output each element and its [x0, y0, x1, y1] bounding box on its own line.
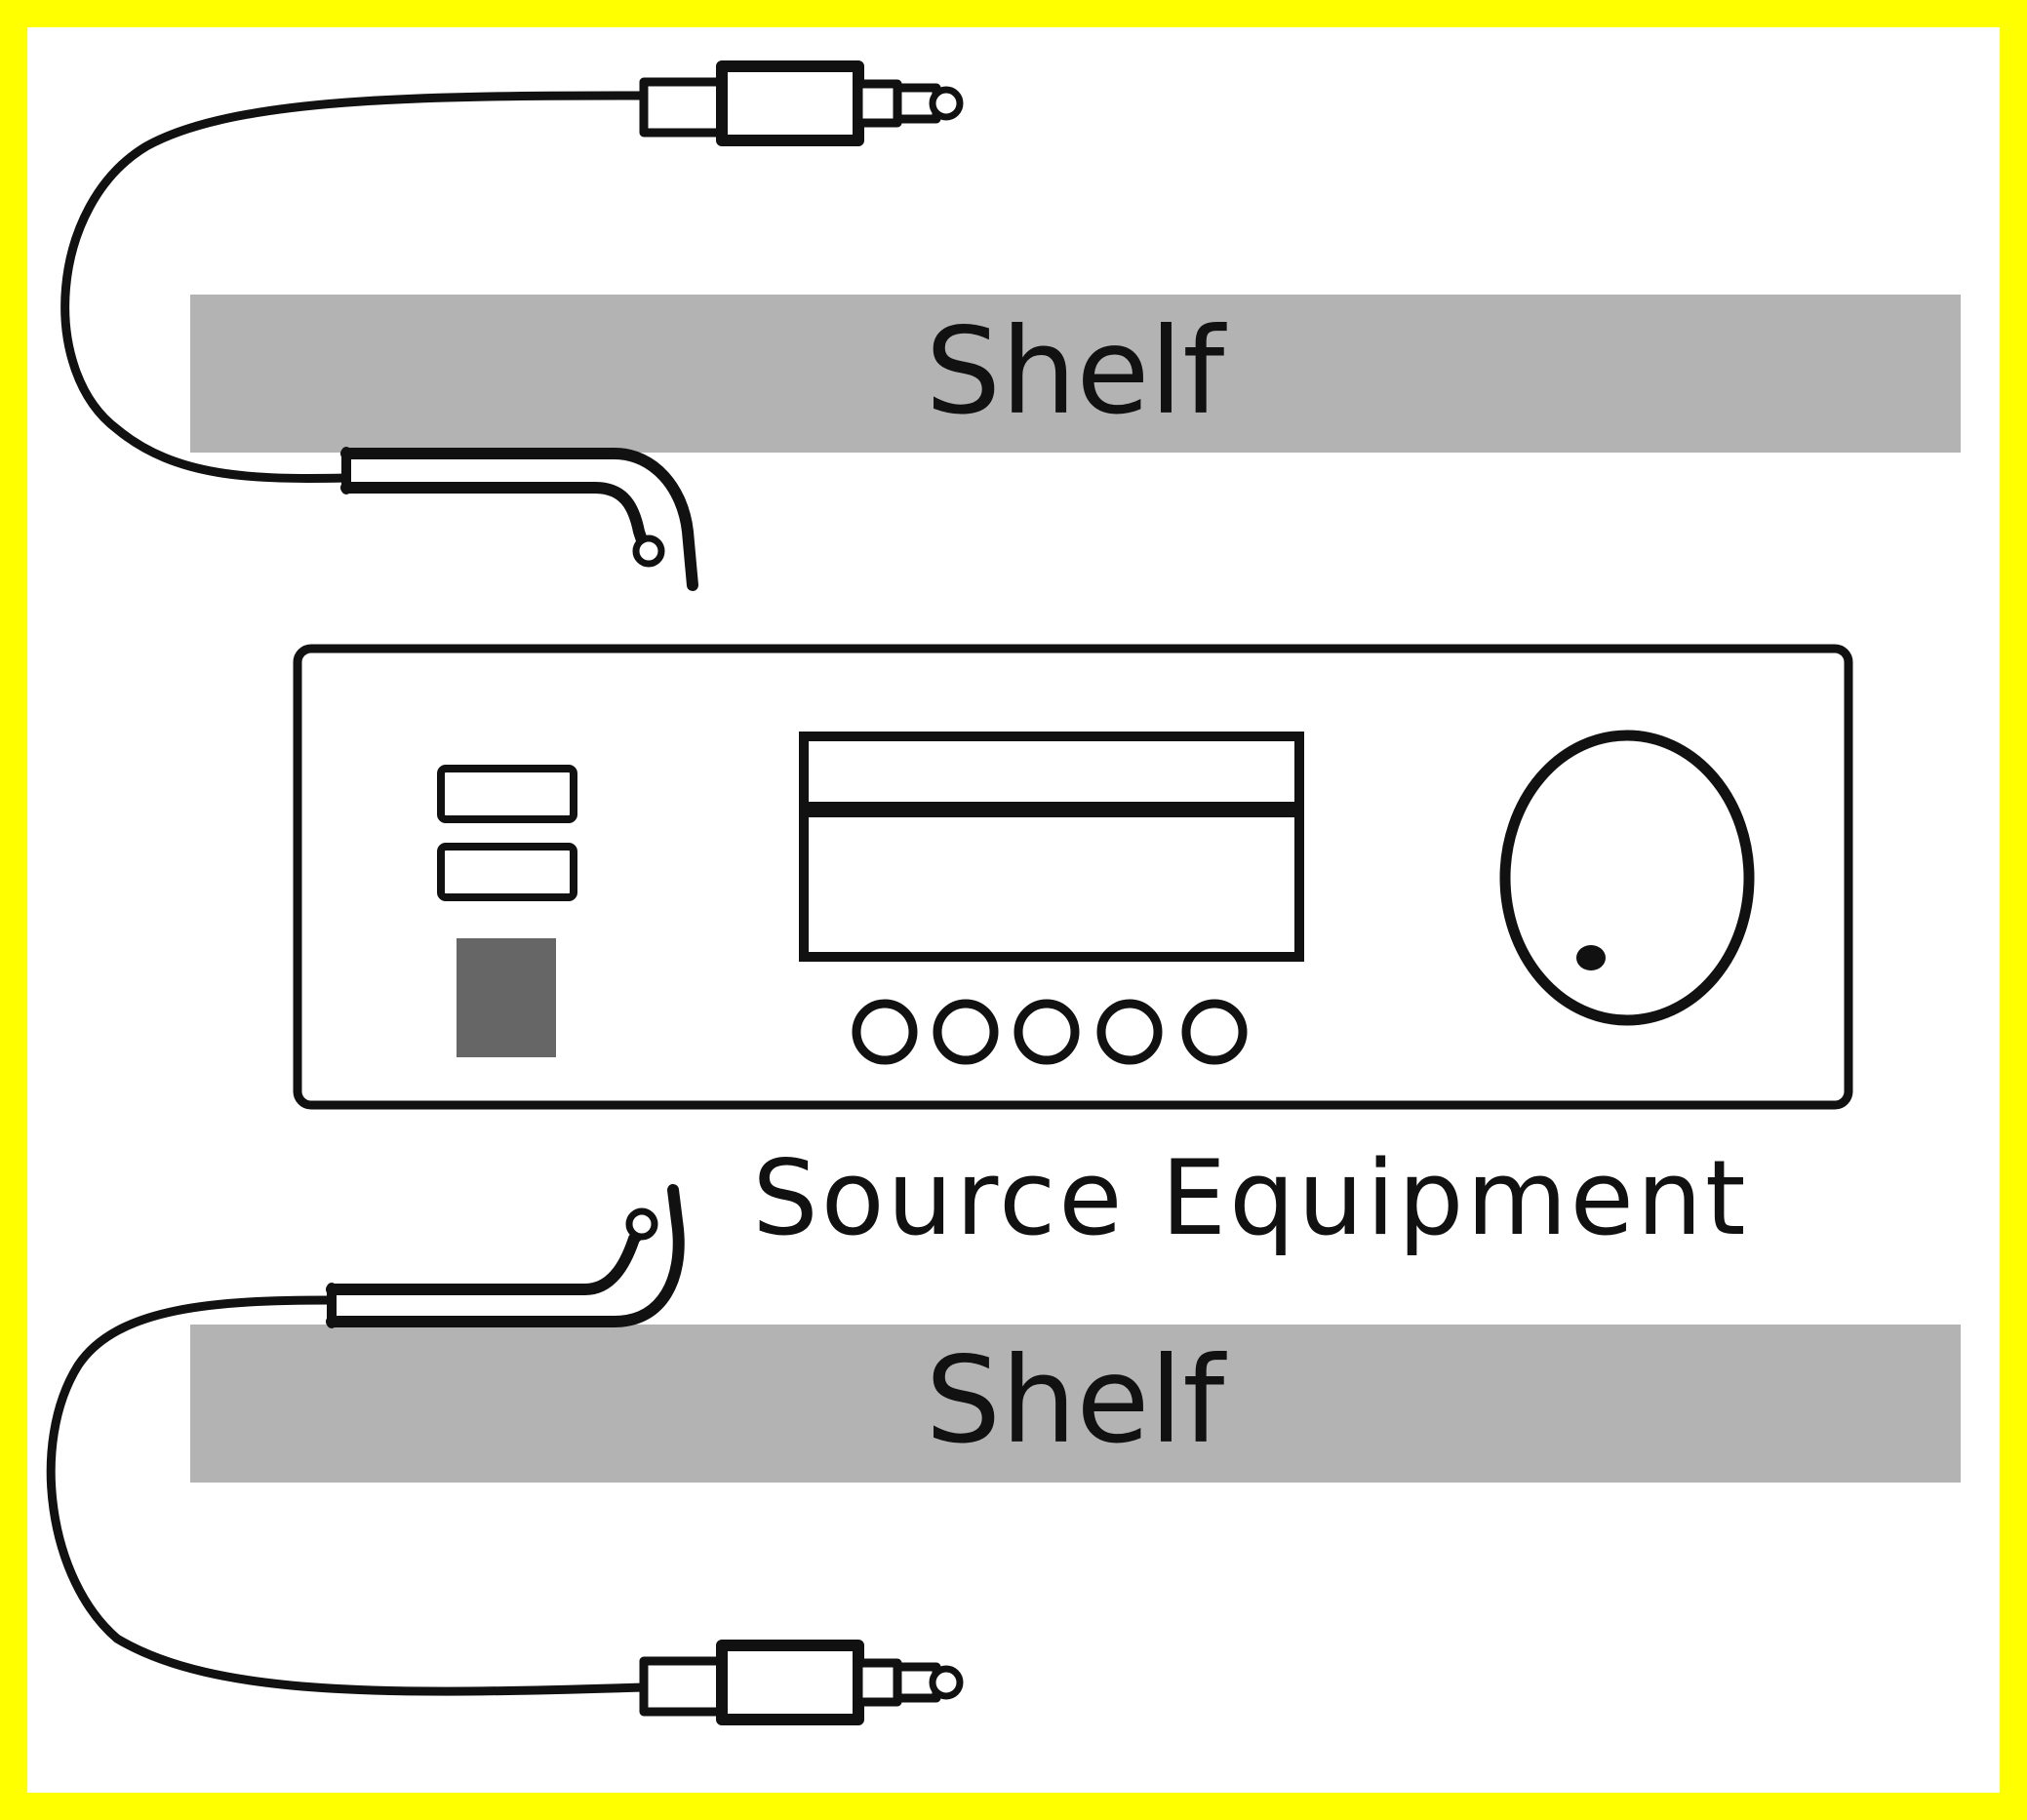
top-angled-connector	[340, 448, 698, 591]
equipment-display	[799, 732, 1304, 962]
bottom-cable-wire	[46, 1295, 649, 1696]
top-plug-tip-cap	[929, 86, 964, 121]
bottom-plug-collar	[639, 1656, 727, 1717]
bottom-shelf-label: Shelf	[926, 1331, 1228, 1470]
top-plug-body	[716, 60, 864, 146]
top-plug-neck	[854, 79, 902, 128]
equipment-label: Source Equipment	[752, 1138, 1748, 1258]
round-button-3	[1014, 999, 1080, 1065]
top-shelf-bar	[190, 295, 1961, 453]
top-cable-wire	[60, 91, 649, 483]
top-plug-collar	[639, 77, 727, 138]
equipment-panel-block	[457, 938, 556, 1057]
round-button-4	[1096, 999, 1163, 1065]
bottom-shelf-bar	[190, 1325, 1961, 1483]
equipment-button-bottom	[437, 843, 577, 901]
top-cable-icon	[60, 60, 964, 591]
bottom-angled-connector	[326, 1184, 685, 1327]
top-shelf-label: Shelf	[926, 302, 1228, 441]
round-button-5	[1181, 999, 1248, 1065]
top-shelf: Shelf	[190, 295, 1961, 453]
bottom-shelf: Shelf	[190, 1325, 1961, 1483]
audio-receiver-icon	[293, 644, 1853, 1110]
equipment-round-buttons	[852, 999, 1248, 1065]
bottom-cable-icon	[46, 1184, 964, 1725]
bottom-plug-tip-cap	[929, 1665, 964, 1700]
volume-knob-icon	[1499, 730, 1755, 1026]
top-connector-pin	[632, 534, 665, 568]
bottom-plug-neck	[854, 1658, 902, 1707]
bottom-plug-body	[716, 1640, 864, 1725]
round-button-1	[852, 999, 918, 1065]
bottom-connector-pin	[625, 1207, 658, 1241]
equipment-button-top	[437, 765, 577, 823]
round-button-2	[933, 999, 999, 1065]
volume-knob-indicator	[1576, 945, 1606, 970]
